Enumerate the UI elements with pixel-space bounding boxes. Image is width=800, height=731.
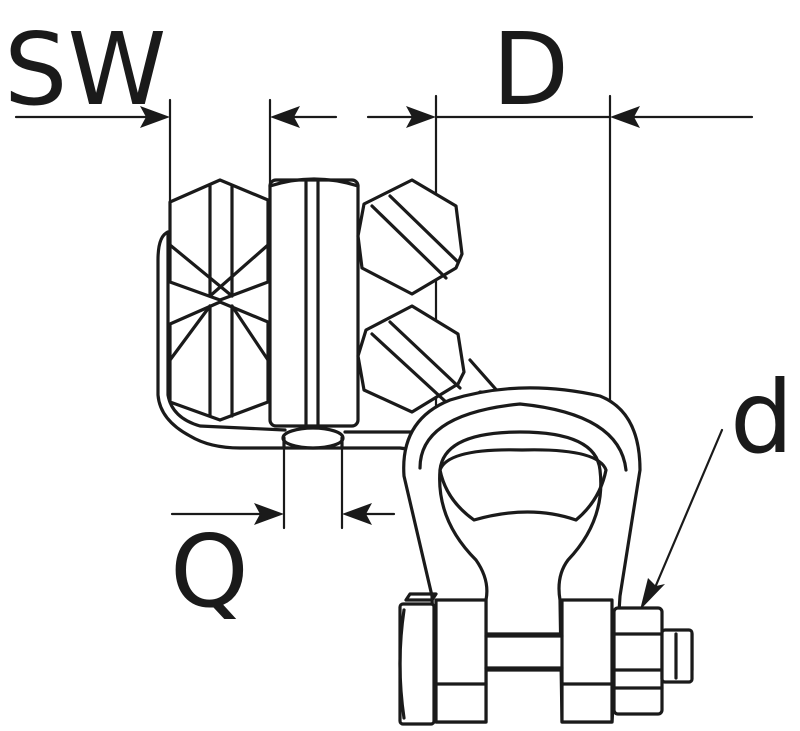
label-d-outer: D — [492, 11, 569, 128]
cable-clamp-block — [156, 177, 502, 451]
dimension-q — [170, 438, 396, 530]
clamp-bolt — [398, 592, 694, 726]
hex-bolt-right-upper — [356, 178, 464, 296]
hex-bolt-left-upper — [168, 178, 270, 302]
hex-bolt-right-lower — [356, 304, 466, 414]
hex-bolt-left-lower — [168, 300, 270, 422]
dimension-d-small — [640, 428, 724, 610]
label-d-small: d — [730, 359, 793, 476]
label-sw: SW — [4, 11, 166, 128]
label-q: Q — [170, 513, 249, 630]
